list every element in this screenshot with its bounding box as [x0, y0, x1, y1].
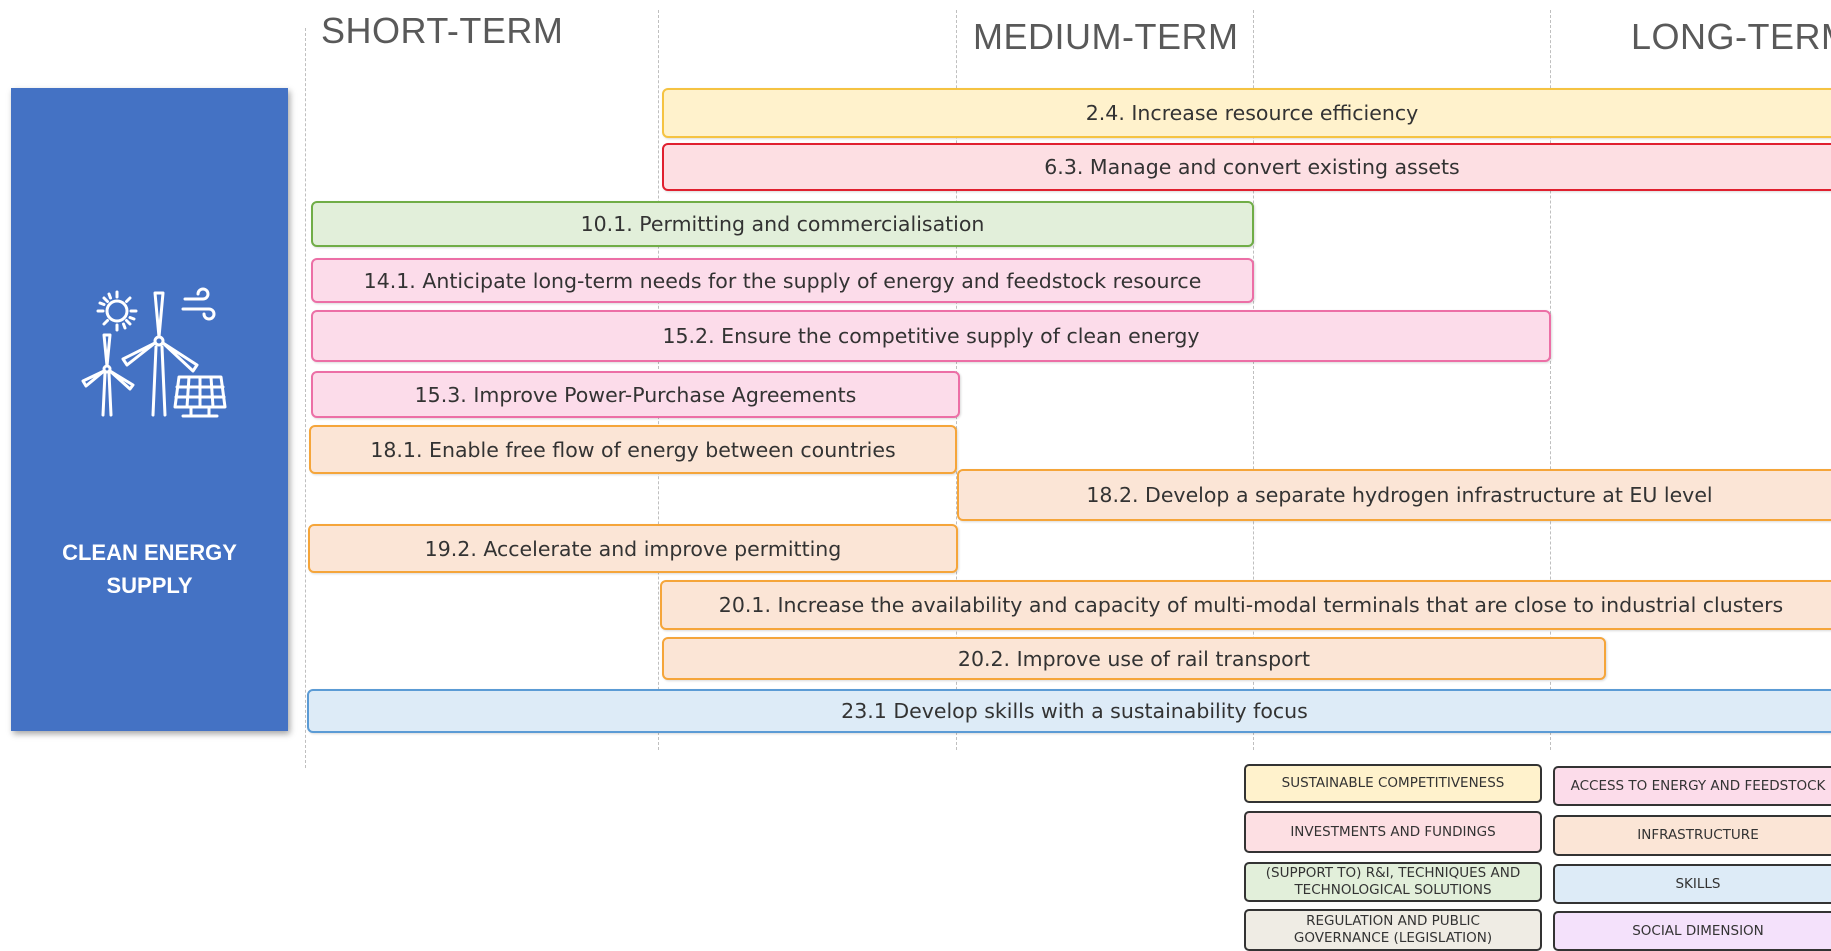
panel-title: CLEAN ENERGY SUPPLY [62, 540, 237, 598]
legend-r-and-i: (SUPPORT TO) R&I, TECHNIQUES AND TECHNOL… [1244, 862, 1542, 902]
legend-investments-and-fundings: INVESTMENTS AND FUNDINGS [1244, 811, 1542, 853]
action-bar-15-3: 15.3. Improve Power-Purchase Agreements [311, 371, 960, 418]
legend-social-dimension: SOCIAL DIMENSION [1553, 911, 1831, 951]
legend-regulation-and-public-governance: REGULATION AND PUBLIC GOVERNANCE (LEGISL… [1244, 909, 1542, 951]
legend-access-to-energy-and-feedstock: ACCESS TO ENERGY AND FEEDSTOCK [1553, 766, 1831, 806]
action-bar-19-2: 19.2. Accelerate and improve permitting [308, 524, 958, 573]
legend-infrastructure: INFRASTRUCTURE [1553, 815, 1831, 856]
long-term-header: LONG-TERM [1631, 16, 1831, 57]
action-bar-20-2: 20.2. Improve use of rail transport [662, 637, 1606, 680]
clean-energy-supply-panel: CLEAN ENERGY SUPPLY [11, 88, 288, 731]
action-bar-2-4: 2.4. Increase resource efficiency [662, 88, 1831, 138]
short-term-header: SHORT-TERM [321, 10, 564, 51]
action-bar-10-1: 10.1. Permitting and commercialisation [311, 201, 1254, 247]
legend-skills: SKILLS [1553, 864, 1831, 904]
action-bar-15-2: 15.2. Ensure the competitive supply of c… [311, 310, 1551, 362]
timeline-gridline [1253, 10, 1254, 750]
action-bar-18-1: 18.1. Enable free flow of energy between… [309, 425, 957, 474]
timeline-gridline [1550, 10, 1551, 750]
action-bar-14-1: 14.1. Anticipate long-term needs for the… [311, 258, 1254, 303]
legend-sustainable-competitiveness: SUSTAINABLE COMPETITIVENESS [1244, 764, 1542, 803]
medium-term-header: MEDIUM-TERM [973, 16, 1239, 57]
timeline-gridline [305, 28, 306, 768]
action-bar-23-1: 23.1 Develop skills with a sustainabilit… [307, 689, 1831, 733]
action-bar-18-2: 18.2. Develop a separate hydrogen infras… [957, 469, 1831, 521]
action-bar-6-3: 6.3. Manage and convert existing assets [662, 143, 1831, 191]
wind-turbines-solar-panel-icon [81, 287, 227, 418]
action-bar-20-1: 20.1. Increase the availability and capa… [660, 580, 1831, 630]
